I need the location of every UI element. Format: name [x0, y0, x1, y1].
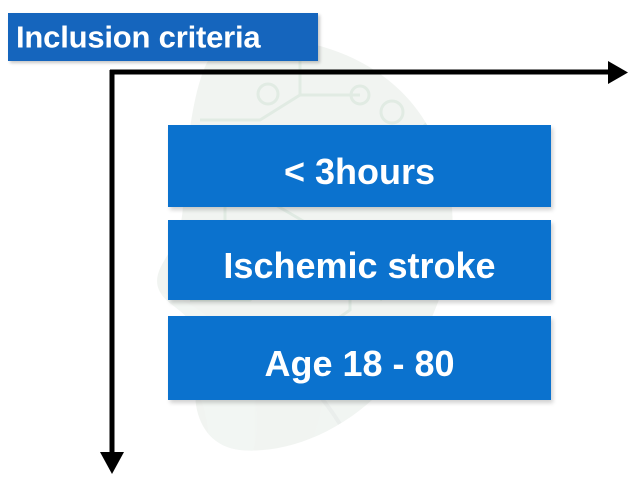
- vertical-arrow-down: [100, 70, 124, 474]
- criteria-box-stroke-type[interactable]: Ischemic stroke: [168, 220, 551, 300]
- page-title: Inclusion criteria: [16, 19, 261, 55]
- criteria-box-age-range[interactable]: Age 18 - 80: [168, 316, 551, 400]
- horizontal-arrow-right: [110, 61, 628, 84]
- criteria-label: < 3hours: [283, 151, 436, 192]
- criteria-label: Age 18 - 80: [264, 343, 455, 384]
- inclusion-criteria-title-box: Inclusion criteria: [8, 13, 318, 61]
- criteria-label: Ischemic stroke: [223, 245, 496, 286]
- criteria-box-time-window[interactable]: < 3hours: [168, 125, 551, 207]
